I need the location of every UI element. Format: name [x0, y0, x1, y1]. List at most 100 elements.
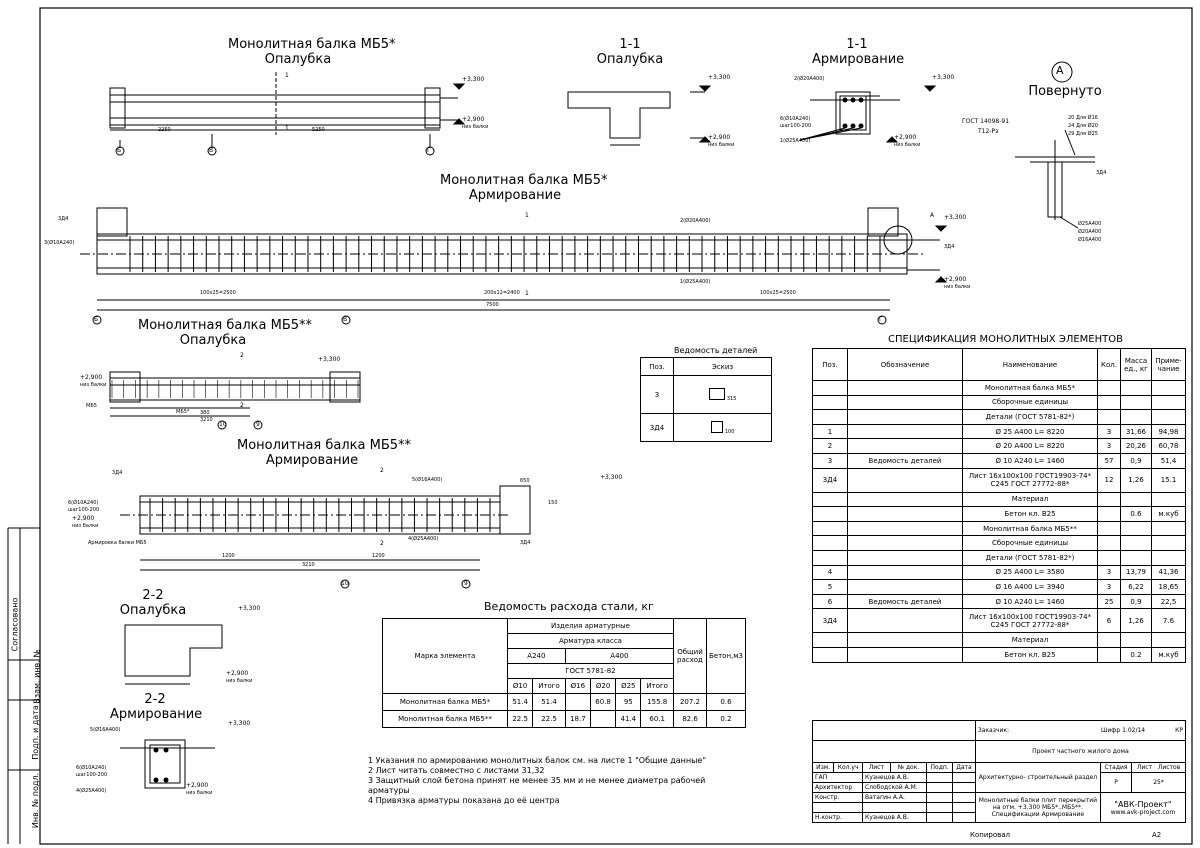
side-stamp-label: Подп. и дата — [30, 705, 40, 760]
header-cell: Стадия — [1099, 762, 1133, 773]
table-cell: 6,22 — [1120, 579, 1152, 595]
level-bottom: +2,900 — [186, 782, 209, 789]
dim-text: 100х25=2500 — [200, 290, 236, 296]
table-row: Сборочные единицы — [812, 394, 1186, 411]
company-name: "АВК-Проект" — [1114, 799, 1172, 809]
table-cell: 41,36 — [1151, 564, 1186, 581]
table-cell: 82.6 — [672, 710, 707, 728]
sheet-title: Монолитные балки плит перекрытий на отм.… — [974, 792, 1101, 823]
level-note: низ балки — [708, 142, 735, 148]
gost-label: ГОСТ 14098-91 — [962, 118, 1010, 125]
header-cell: Дата — [952, 762, 976, 773]
mb5s-formwork-title: Монолитная балка МБ5** Опалубка — [138, 318, 312, 348]
header-cell: Арматура класса — [507, 633, 674, 649]
dim-text: 1200 — [372, 553, 385, 559]
table-cell — [1151, 394, 1186, 411]
level-bottom: +2,900 — [944, 276, 967, 283]
dim-text: 3210 — [302, 562, 315, 568]
table-cell — [847, 467, 963, 493]
dim-text: 2250 — [158, 127, 171, 133]
table-cell: 2 — [812, 438, 848, 454]
header-cell: Кол.уч — [833, 762, 863, 773]
project-code: Шифр 1.02/14 — [1100, 727, 1146, 734]
table-cell — [812, 520, 848, 537]
bar-note: Ø20А400 — [1078, 229, 1102, 235]
table-cell: 51.4 — [506, 693, 534, 711]
title-line: Опалубка — [264, 52, 332, 67]
role-cell: ГАП — [812, 772, 863, 783]
table-cell — [1097, 646, 1121, 663]
table-cell: 18,65 — [1151, 579, 1186, 595]
level-note: низ балки — [80, 382, 107, 388]
stage-value: Р — [1099, 772, 1133, 793]
dim-text: 1200 — [222, 553, 235, 559]
table-cell: Сборочные единицы — [962, 394, 1098, 411]
table-cell — [812, 380, 848, 396]
table-cell: 6 — [1097, 608, 1121, 634]
steel-table-title: Ведомость расхода стали, кг — [484, 600, 654, 613]
pos-cell: 3 — [640, 375, 674, 414]
table-cell — [812, 409, 848, 425]
table-cell: 3 — [1097, 438, 1121, 454]
note-line: 4 Привязка арматуры показана до её центр… — [368, 796, 560, 805]
table-cell — [1097, 632, 1121, 648]
rebar-mark: 2(Ø20А400) — [794, 76, 825, 82]
table-cell — [812, 549, 848, 566]
level-note: низ балки — [186, 790, 213, 796]
table-cell — [1097, 549, 1121, 566]
general-notes: 1 Указания по армированию монолитных бал… — [368, 756, 706, 806]
mb5-formwork-title: Монолитная балка МБ5* Опалубка — [228, 37, 396, 67]
header-cell: Обозначение — [847, 348, 963, 381]
parts-table: Поз. Эскиз 3 315 3Д4 100 — [640, 357, 772, 442]
axis-label: Г — [879, 316, 883, 323]
side-stamp-label: Взам. инв. № — [32, 649, 42, 704]
part-mark: 3Д4 — [520, 540, 531, 546]
company-site: www.avk-project.com — [1110, 808, 1176, 816]
role-cell: Н.контр. — [812, 812, 863, 823]
table-cell — [1151, 549, 1186, 566]
header-cell: Изделия арматурные — [507, 618, 674, 634]
rebar-mark: 2(Ø20А400) — [680, 218, 711, 224]
table-cell: Ø 10 А240 L= 1460 — [962, 593, 1098, 610]
table-row: Монолитная балка МБ5* 51.4 51.4 60.8 95 … — [382, 693, 747, 711]
node-mark: А — [1056, 64, 1064, 77]
table-cell: 3 — [1097, 423, 1121, 440]
header-cell: № док. — [889, 762, 928, 773]
sheet-label: Лист — [1136, 764, 1153, 771]
table-cell: 20,26 — [1120, 438, 1152, 454]
table-cell — [847, 520, 963, 537]
level-note: низ балки — [226, 678, 253, 684]
steel-table: Марка элемента Изделия арматурные Общий … — [382, 618, 747, 728]
person-cell: Кузнецов А.В. — [861, 812, 928, 823]
level-bottom: +2,900 — [80, 374, 103, 381]
table-cell — [847, 535, 963, 551]
title-line: Опалубка — [119, 603, 187, 618]
title-line: Опалубка — [596, 52, 664, 67]
table-cell — [1120, 632, 1152, 648]
table-cell — [847, 646, 963, 663]
rebar-mark: 6(Ø10А240) — [76, 765, 107, 771]
table-cell — [847, 608, 963, 634]
bar-note: Ø25А400 — [1078, 221, 1102, 227]
table-cell: 5 — [812, 579, 848, 595]
section-name: Архитектурно- строительный раздел — [974, 762, 1101, 793]
table-cell — [1151, 380, 1186, 396]
header-cell: А240 — [507, 648, 566, 664]
table-cell: 25 — [1097, 593, 1121, 610]
table-cell — [1097, 409, 1121, 425]
table-cell — [1097, 380, 1121, 396]
sheets-label: Листов — [1157, 764, 1181, 771]
table-cell: Монолитная балка МБ5* — [382, 693, 508, 711]
table-cell: 7.6 — [1151, 608, 1186, 634]
header-cell: Ø25 — [615, 678, 642, 694]
table-cell — [847, 438, 963, 454]
rebar-step: шаг100-200 — [780, 123, 812, 129]
level-top: +3,300 — [944, 214, 967, 221]
dim-text: 100х25=2500 — [760, 290, 796, 296]
